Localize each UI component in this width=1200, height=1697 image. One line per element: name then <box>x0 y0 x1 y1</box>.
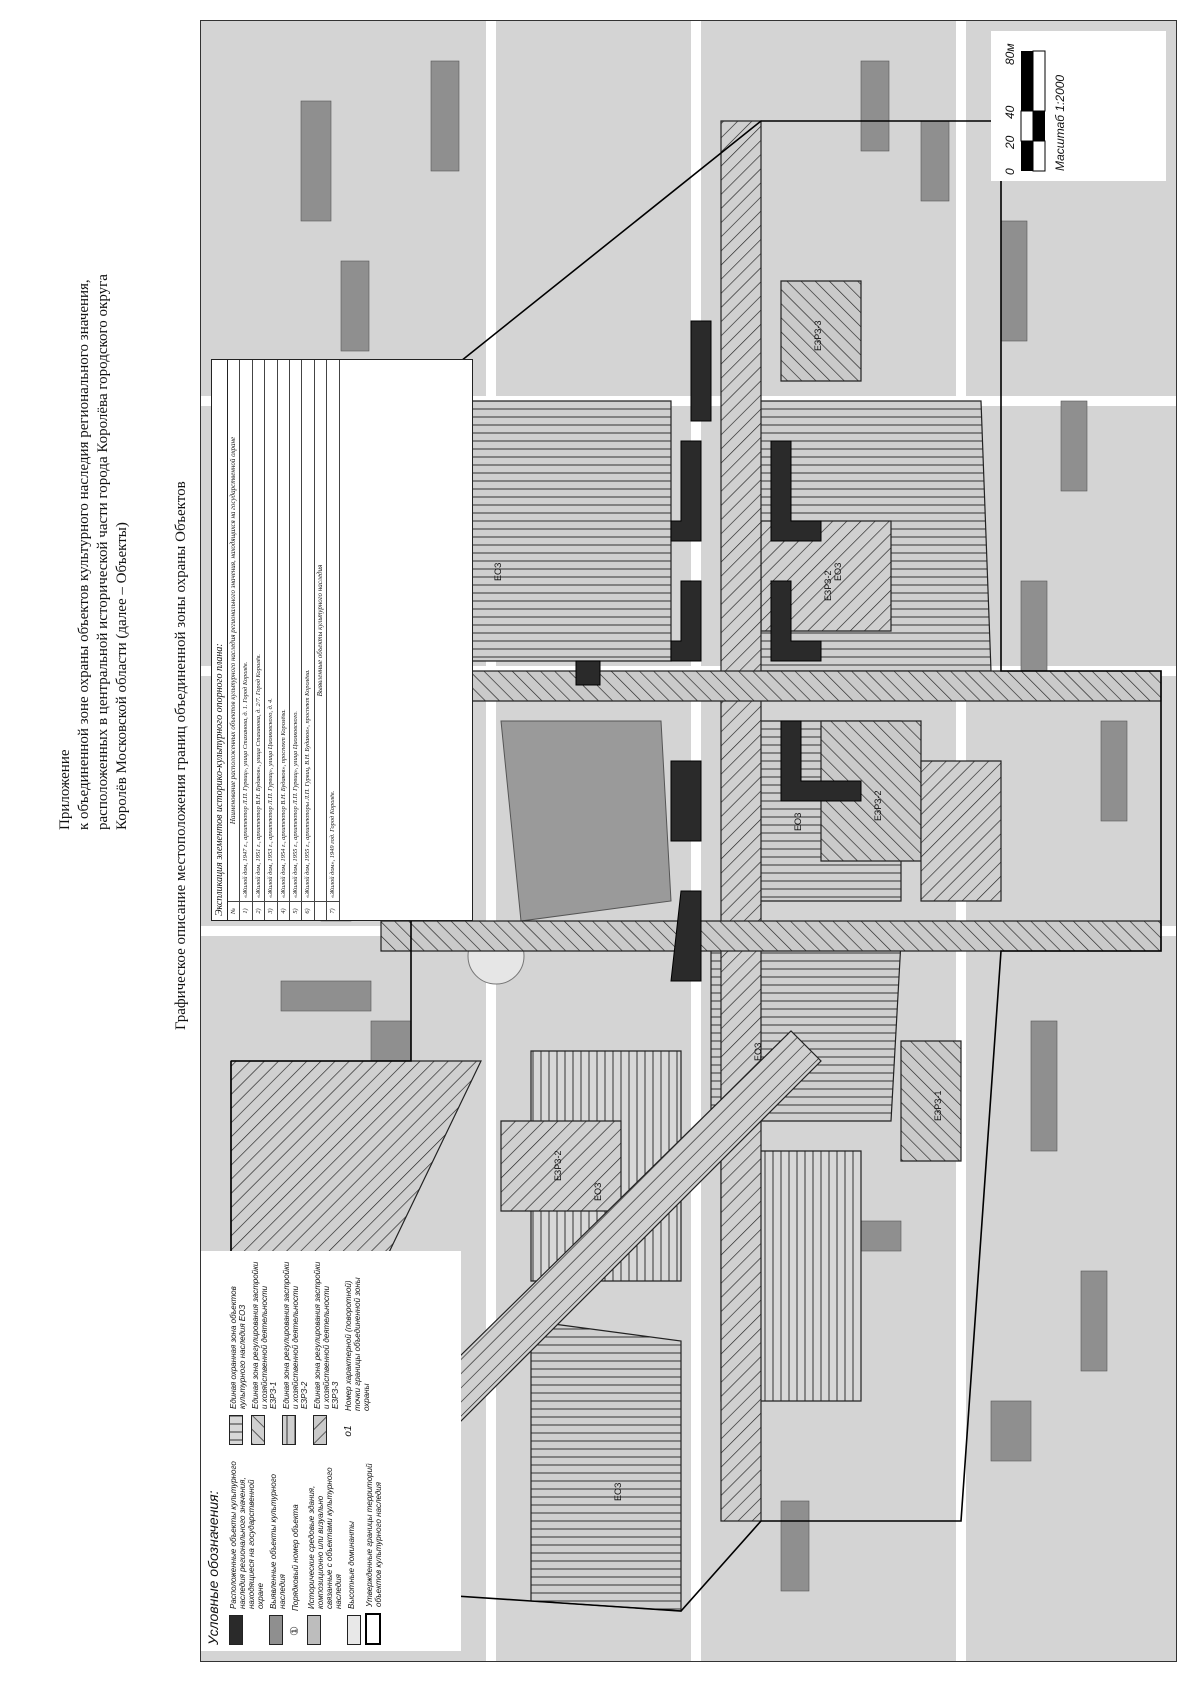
legend-item: Единая зона регулирования застройки и хо… <box>251 1257 278 1445</box>
header-line: Королёв Московской области (далее – Объе… <box>114 522 130 830</box>
legend-title: Условные обозначения: <box>205 1490 221 1645</box>
point-symbol: о1 <box>343 1425 354 1437</box>
header-line: к объединенной зоне охраны объектов куль… <box>76 279 92 830</box>
explication-row: 3)«Жилой дом, 1953 г., архитектор Л.П. Г… <box>265 360 278 920</box>
explication-row: 5)«Жилой дом, 1955 г., архитектор Л.П. Г… <box>290 360 303 920</box>
map-subtitle: Графическое описание местоположения гран… <box>173 481 189 1030</box>
ezrz3-swatch <box>313 1415 327 1445</box>
legend-item: Единая зона регулирования застройки и хо… <box>282 1257 309 1445</box>
heritage-swatch <box>229 1615 243 1645</box>
dominant-swatch <box>347 1615 361 1645</box>
ezrz2-swatch <box>282 1415 296 1445</box>
scale-label: Масштаб 1:2000 <box>1053 74 1067 171</box>
zone-label: ЕЗРЗ-2 <box>873 791 883 822</box>
header-line: расположенных в центральной исторической… <box>95 274 111 830</box>
legend-item: Утвержденные границы территорий объектов… <box>365 1457 383 1645</box>
scale-bar: 0 20 40 80м Масштаб 1:2000 <box>991 31 1166 181</box>
legend-item: Единая охранная зона объектов культурног… <box>229 1257 247 1445</box>
zone-label: ЕОЗ <box>613 1483 623 1501</box>
zone-label: ЕОЗ <box>753 1043 763 1061</box>
explication-row: 6)«Жилой дом, 1955 г., архитекторы Л.П. … <box>302 360 315 920</box>
zone-label: ЕЗРЗ-2 <box>823 571 833 602</box>
legend-item: Выявленные объекты культурного наследия <box>269 1457 287 1645</box>
zone-label: ЕЗРЗ-2 <box>553 1151 563 1182</box>
scale-tick: 0 <box>1003 168 1017 175</box>
protection-zone-boundary <box>230 120 1162 1612</box>
explication-row: 2)«Жилой дом, 1951 г., архитектор В.Н. Б… <box>252 360 266 920</box>
scale-tick: 40 <box>1003 105 1017 119</box>
park-area <box>500 720 672 922</box>
boundary-swatch <box>365 1613 381 1645</box>
legend-item: Высотные доминанты <box>347 1457 361 1645</box>
ezrz1-swatch <box>251 1415 265 1445</box>
header-line: Приложение <box>57 749 73 830</box>
explication-footer: Выявленные объекты культурного наследия <box>314 360 328 920</box>
document-header: Приложение к объединенной зоне охраны об… <box>56 274 132 830</box>
explication-row: 7)«Жилой дом», 1949 год. Город Королёв. <box>327 360 340 920</box>
explication-header-row: № Наименование расположенных объектов ку… <box>228 360 241 920</box>
zone-label: ЕОЗ <box>593 1183 603 1201</box>
zone-label: ЕОЗ <box>493 563 503 581</box>
explication-column-header: Наименование расположенных объектов куль… <box>229 436 237 825</box>
zone-label: ЕОЗ <box>833 563 843 581</box>
heritage-objects <box>575 320 862 982</box>
zone-label: ЕОЗ <box>793 813 803 831</box>
legend: Условные обозначения: Расположенные объе… <box>201 1251 1176 1661</box>
zone-label: ЕЗРЗ-1 <box>933 1091 943 1122</box>
zone-label: ЕЗРЗ-3 <box>813 321 823 352</box>
map-frame: ЕОЗ ЕОЗ ЕОЗ ЕОЗ ЕОЗ ЕОЗ ЕЗРЗ-3 ЕЗРЗ-2 ЕЗ… <box>200 20 1177 1662</box>
explication-panel: Экспликация элементов историко-культурно… <box>211 359 771 921</box>
legend-item: Расположенные объекты культурного наслед… <box>229 1457 265 1645</box>
scale-tick: 80м <box>1003 43 1017 65</box>
explication-title: Экспликация элементов историко-культурно… <box>212 360 228 920</box>
eoz-swatch <box>229 1415 243 1445</box>
historic-building-swatch <box>307 1615 321 1645</box>
number-symbol: ① <box>289 1626 301 1636</box>
scale-bar-graphic <box>1020 50 1046 172</box>
legend-item: Единая зона регулирования застройки и хо… <box>313 1257 340 1445</box>
explication-row: 4)«Жилой дом, 1954 г., архитектор В.Н. Б… <box>277 360 291 920</box>
legend-item: Исторические средовые здания, композицио… <box>307 1457 343 1645</box>
identified-swatch <box>269 1615 283 1645</box>
scale-tick: 20 <box>1003 135 1017 149</box>
explication-row: 1)«Жилой дом, 1947 г., архитектор Л.П. Г… <box>240 360 253 920</box>
